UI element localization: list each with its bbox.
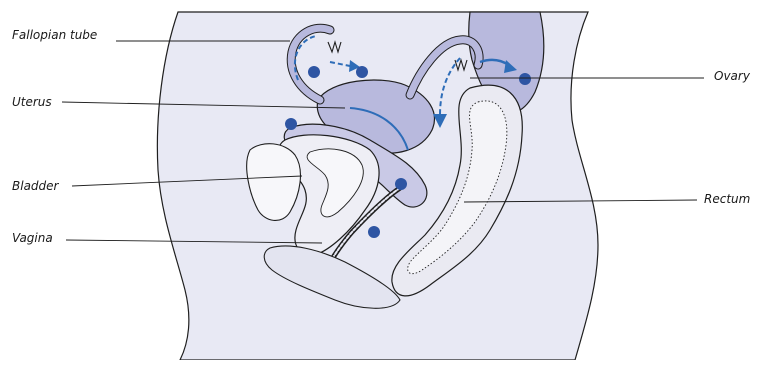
dot-vagina: [368, 226, 380, 238]
dot-fallopian-left: [308, 66, 320, 78]
label-ovary: Ovary: [714, 69, 750, 83]
dot-fallopian-mid: [356, 66, 368, 78]
dot-ovary: [519, 73, 531, 85]
label-bladder: Bladder: [12, 179, 58, 193]
label-rectum: Rectum: [704, 192, 750, 206]
label-uterus: Uterus: [12, 95, 52, 109]
dot-uterus: [285, 118, 297, 130]
dot-cervix: [395, 178, 407, 190]
label-fallopian-tube: Fallopian tube: [12, 28, 97, 42]
label-vagina: Vagina: [12, 231, 53, 245]
